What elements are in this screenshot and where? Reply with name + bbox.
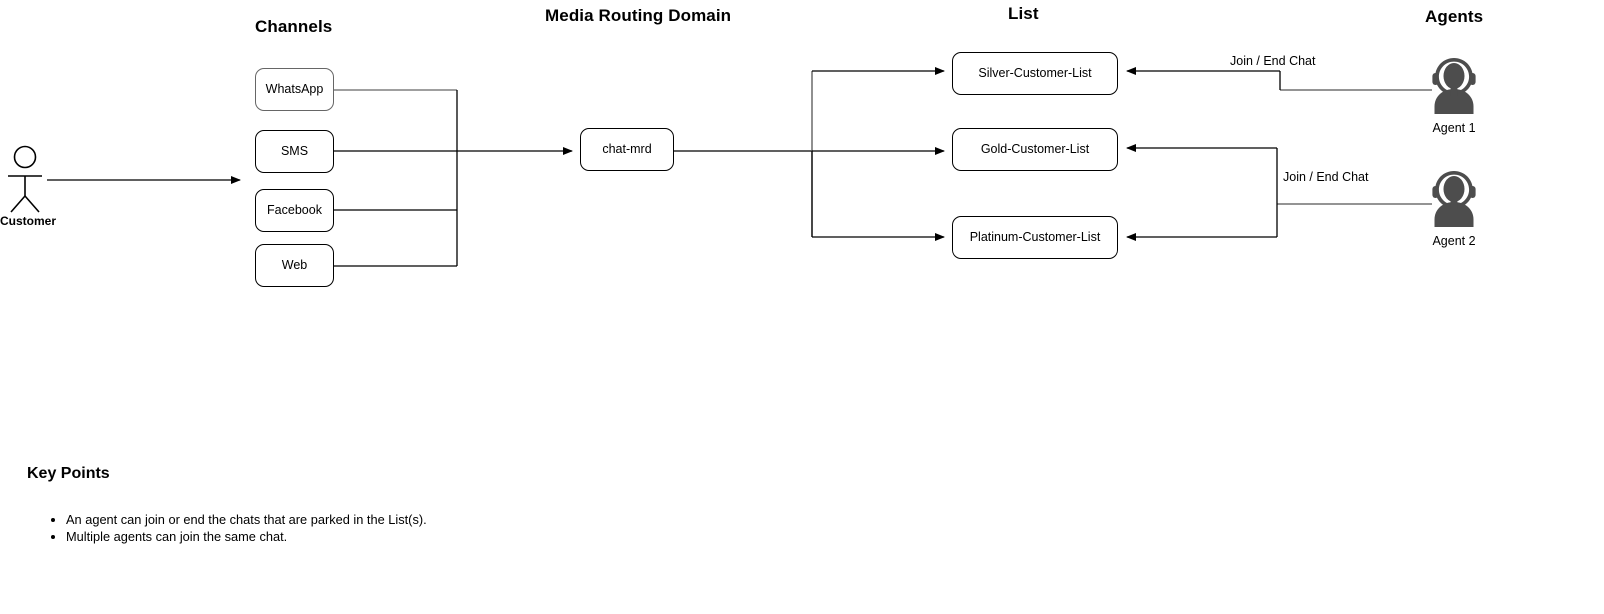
list-box-silver-customer-list[interactable]: Silver-Customer-List: [952, 52, 1118, 95]
agent-label-agent-1: Agent 1: [1432, 121, 1476, 135]
headset-agent-icon: [1432, 171, 1476, 227]
section-title-channels: Channels: [255, 17, 333, 36]
section-title-list: List: [1008, 4, 1039, 23]
key-point-item: An agent can join or end the chats that …: [66, 512, 427, 529]
section-title-media-routing-domain: Media Routing Domain: [545, 6, 732, 25]
list-box-platinum-customer-list[interactable]: Platinum-Customer-List: [952, 216, 1118, 259]
channel-label-whatsapp: WhatsApp: [265, 82, 324, 96]
list-label-gold-customer-list: Gold-Customer-List: [980, 142, 1090, 156]
channel-label-sms: SMS: [280, 144, 309, 158]
channel-box-sms[interactable]: SMS: [255, 130, 334, 173]
channel-label-facebook: Facebook: [267, 203, 322, 217]
list-label-platinum-customer-list: Platinum-Customer-List: [969, 230, 1101, 244]
edge-label-join-end-chat-agent-2: Join / End Chat: [1283, 170, 1369, 184]
agent-label-agent-2: Agent 2: [1432, 234, 1476, 248]
channel-box-whatsapp[interactable]: WhatsApp: [255, 68, 334, 111]
edge-channels-bus: [334, 89, 458, 267]
list-box-gold-customer-list[interactable]: Gold-Customer-List: [952, 128, 1118, 171]
channel-box-facebook[interactable]: Facebook: [255, 189, 334, 232]
key-points-title: Key Points: [27, 465, 110, 482]
customer-stick-figure: [8, 145, 42, 213]
headset-agent-icon: [1432, 58, 1476, 114]
mrd-box-chat-mrd[interactable]: chat-mrd: [580, 128, 674, 171]
channel-box-web[interactable]: Web: [255, 244, 334, 287]
mrd-label-chat-mrd: chat-mrd: [602, 142, 652, 156]
channel-label-web: Web: [281, 258, 308, 272]
edge-agent1-to-silver: [1126, 67, 1432, 91]
key-points-list: An agent can join or end the chats that …: [48, 512, 427, 545]
list-label-silver-customer-list: Silver-Customer-List: [978, 66, 1092, 80]
edge-mrd-bus: [674, 71, 813, 237]
edge-label-join-end-chat-agent-1: Join / End Chat: [1230, 54, 1316, 68]
edge-agent2-to-lists: [1126, 144, 1432, 241]
section-title-agents: Agents: [1425, 7, 1484, 26]
actor-customer-label: Customer: [0, 214, 57, 228]
key-point-item: Multiple agents can join the same chat.: [66, 529, 427, 546]
edge-mrd-to-lists: [812, 67, 945, 241]
